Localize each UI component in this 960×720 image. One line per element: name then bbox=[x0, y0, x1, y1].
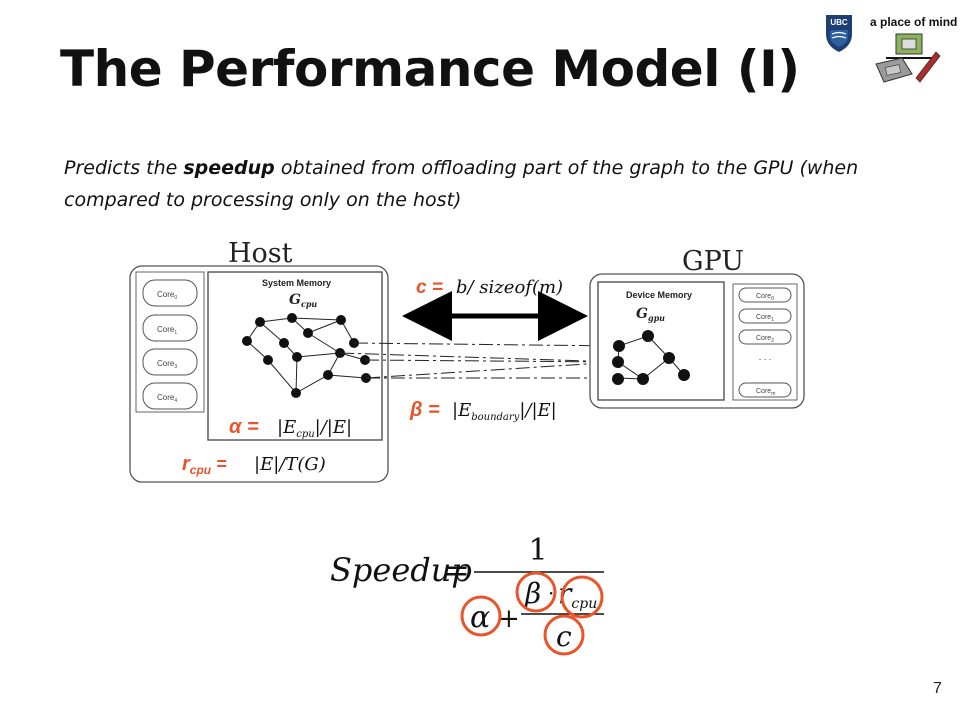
alpha-highlight bbox=[460, 595, 502, 637]
gpu-core-2 bbox=[738, 329, 792, 345]
c-highlight bbox=[543, 614, 585, 656]
gpu-core-0 bbox=[738, 287, 792, 303]
r-highlight bbox=[560, 575, 604, 619]
alpha-label: α = bbox=[229, 416, 259, 438]
host-graph-edges bbox=[246, 317, 367, 394]
g-cpu-label: Gcpu bbox=[289, 292, 317, 309]
beta-highlight bbox=[515, 571, 557, 613]
plus-symbol: + bbox=[498, 604, 520, 634]
subtitle-bold: speedup bbox=[183, 157, 275, 179]
logo-tagline: a place of mind bbox=[870, 15, 958, 29]
slide-subtitle: Predicts the speedup obtained from offlo… bbox=[64, 152, 924, 216]
beta-formula: |Eboundary|/|E| bbox=[452, 400, 557, 423]
svg-text:Core2: Core2 bbox=[756, 335, 774, 344]
speedup-equation: Speedup = 1 α + β · rcpu c bbox=[330, 533, 604, 656]
svg-text:Core1: Core1 bbox=[756, 314, 774, 323]
host-core-4 bbox=[142, 382, 198, 410]
gpu-graph-nodes bbox=[612, 330, 690, 385]
beta-symbol: β bbox=[524, 577, 541, 610]
svg-text:Core4: Core4 bbox=[157, 393, 177, 404]
dot-symbol: · bbox=[548, 581, 554, 605]
slide-number: 7 bbox=[933, 680, 942, 697]
svg-text:Core0: Core0 bbox=[157, 290, 177, 301]
gpu-cores-ellipsis: . . . bbox=[759, 352, 772, 362]
host-core-0 bbox=[142, 279, 198, 307]
device-memory-label: Device Memory bbox=[626, 290, 692, 300]
g-gpu-label: Ggpu bbox=[636, 306, 665, 323]
boundary-edges bbox=[339, 342, 619, 379]
speedup-lhs: Speedup bbox=[330, 551, 472, 589]
subtitle-before: Predicts the bbox=[64, 157, 184, 179]
host-core-1 bbox=[142, 314, 198, 342]
svg-text:Core3: Core3 bbox=[157, 359, 177, 370]
c-label: c = bbox=[416, 277, 443, 298]
alpha-symbol: α bbox=[470, 600, 490, 635]
gpu-label: GPU bbox=[682, 246, 744, 277]
c-symbol: c bbox=[556, 620, 572, 653]
gpu-core-1 bbox=[738, 308, 792, 324]
ubc-logo: UBC bbox=[824, 12, 954, 90]
host-label: Host bbox=[228, 238, 293, 269]
svg-text:Core0: Core0 bbox=[756, 293, 774, 302]
c-formula: b/ sizeof(m) bbox=[456, 277, 563, 298]
host-graph-nodes bbox=[242, 313, 371, 398]
slide-title: The Performance Model (I) bbox=[60, 40, 800, 98]
r-cpu-label: rcpu = bbox=[182, 453, 227, 477]
subtitle-after: obtained from offloading part of the gra… bbox=[64, 157, 859, 211]
alpha-formula: |Ecpu|/|E| bbox=[277, 417, 352, 440]
speedup-numerator: 1 bbox=[528, 533, 547, 568]
gpu-core-list: Core0 Core1 Core2 Corem . . . bbox=[738, 287, 792, 398]
beta-label: β = bbox=[409, 399, 440, 421]
host-core-list: Core0 Core1 Core3 Core4 bbox=[142, 279, 198, 410]
svg-text:Core1: Core1 bbox=[157, 325, 177, 336]
gpu-core-m bbox=[738, 382, 792, 398]
host-core-3 bbox=[142, 348, 198, 376]
r-cpu-formula: |E|/T(G) bbox=[254, 454, 326, 475]
speedup-equals: = bbox=[443, 551, 470, 589]
logo-badge: UBC bbox=[830, 18, 848, 27]
svg-text:Corem: Corem bbox=[756, 388, 775, 397]
system-memory-label: System Memory bbox=[262, 278, 331, 288]
